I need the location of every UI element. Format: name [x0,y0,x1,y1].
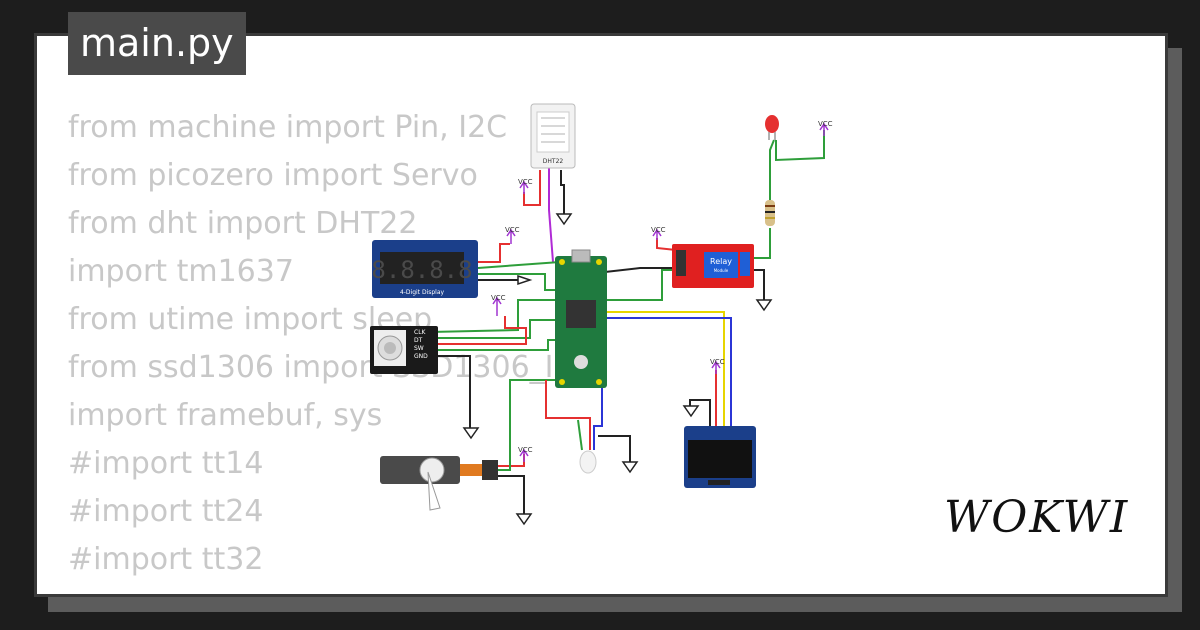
code-line: from machine import Pin, I2C [68,110,508,145]
relay-module[interactable]: Relay Module [672,244,754,288]
encoder-pin-label: CLK [414,329,427,336]
dht-label: DHT22 [543,158,564,165]
seven-segment-display[interactable]: 8.8.8.8 4-Digit Display [371,240,478,298]
vcc-label: VCC [818,120,833,128]
code-line: import framebuf, sys [68,398,383,433]
vcc-icon [506,228,516,244]
resistor [765,200,775,226]
code-line: #import tt14 [68,446,264,481]
rotary-encoder[interactable]: CLK DT SW GND [370,326,438,374]
ground-icon [517,274,533,286]
encoder-pin-label: DT [414,337,423,344]
vcc-label: VCC [518,446,533,454]
vcc-label: VCC [491,294,506,302]
vcc-icon [519,180,529,194]
file-tab-main-py[interactable]: main.py [68,12,246,75]
code-line: from picozero import Servo [68,158,478,193]
ground-icon [621,461,639,474]
vcc-label: VCC [651,226,666,234]
encoder-pin-label: GND [414,353,428,360]
ground-icon [515,513,533,526]
servo-motor[interactable] [380,456,498,511]
display-label: 4-Digit Display [400,289,445,296]
ground-icon [755,299,773,312]
raspberry-pi-pico[interactable] [555,249,607,388]
raspberry-logo-icon [574,355,588,369]
vcc-icon [652,228,662,240]
vcc-icon [519,448,529,462]
display-digits: 8.8.8.8 [371,256,472,284]
code-line: from ssd1306 import SSD1306_I2C [68,350,594,385]
code-listing: from machine import Pin, I2C from picoze… [68,104,594,594]
ground-icon [555,213,573,226]
red-led[interactable] [765,115,779,140]
oled-display[interactable] [684,426,756,488]
ground-icon [462,427,480,440]
code-line: #import asyncio [68,584,594,594]
vcc-label: VCC [518,178,533,186]
wokwi-logo: WOKWI [944,492,1130,543]
wire-dht-data [548,168,554,263]
code-line: #import tt24 [68,494,264,529]
dht22-sensor[interactable]: DHT22 [530,103,576,169]
relay-sublabel: Module [714,268,729,273]
rgb-led[interactable] [579,450,597,474]
vcc-icon [711,360,721,374]
encoder-pin-label: SW [414,345,424,352]
vcc-label: VCC [505,226,520,234]
code-line: #import tt32 [68,542,264,577]
relay-label: Relay [710,257,732,266]
vcc-icon [492,296,502,316]
vcc-icon [819,122,829,136]
ground-icon [682,405,700,418]
code-line: import tm1637 [68,254,294,289]
code-line: from dht import DHT22 [68,206,418,241]
vcc-label: VCC [710,358,725,366]
